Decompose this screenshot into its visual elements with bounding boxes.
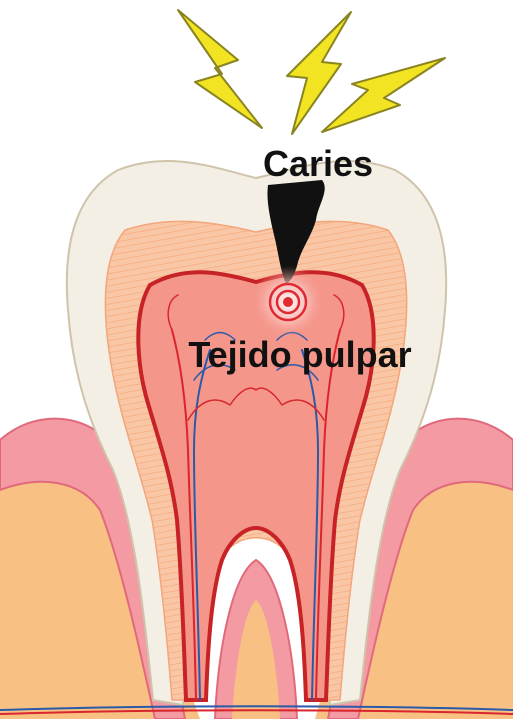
pulp-tissue-label: Tejido pulpar xyxy=(188,334,411,375)
lightning-bolt-right-icon xyxy=(322,58,445,132)
lightning-bolt-left-icon xyxy=(178,10,262,128)
lightning-icons xyxy=(178,10,445,134)
caries-label: Caries xyxy=(263,143,373,184)
